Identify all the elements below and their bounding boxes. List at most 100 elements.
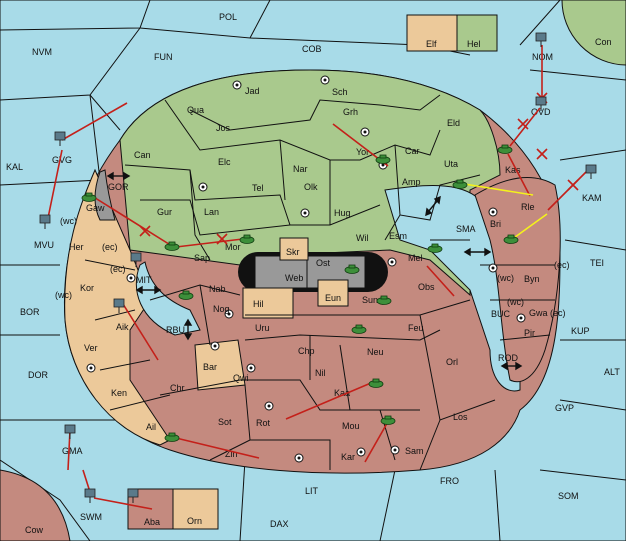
label-fun: FUN — [154, 52, 173, 62]
label-nab: Nab — [209, 284, 226, 294]
label-orl: Orl — [446, 357, 458, 367]
coast-mark: (wc) — [497, 273, 514, 283]
label-kal: KAL — [6, 162, 23, 172]
label-sam: Sam — [405, 446, 424, 456]
label-gur: Gur — [157, 207, 172, 217]
label-swm: SWM — [80, 512, 102, 522]
support-orders — [457, 182, 548, 241]
move-orders — [47, 45, 587, 510]
label-mor: Mor — [225, 242, 241, 252]
label-bor: BOR — [20, 307, 40, 317]
label-her: Her — [69, 242, 84, 252]
label-mit: MIT — [136, 275, 152, 285]
label-amp: Amp — [402, 177, 421, 187]
coast-mark: (ec) — [102, 242, 118, 252]
label-eun: Eun — [325, 293, 341, 303]
label-cow: Cow — [25, 525, 44, 535]
label-zin: Zin — [225, 449, 238, 459]
label-obs: Obs — [418, 282, 435, 292]
label-buc: BUC — [491, 309, 511, 319]
label-lit: LIT — [305, 486, 319, 496]
label-cob: COB — [302, 44, 322, 54]
label-tei: TEI — [590, 258, 604, 268]
label-pol: POL — [219, 12, 237, 22]
label-lan: Lan — [204, 207, 219, 217]
label-rot: Rot — [256, 418, 271, 428]
label-pir: Pir — [524, 328, 535, 338]
region-eun[interactable] — [317, 279, 349, 307]
label-mvu: MVU — [34, 240, 54, 250]
label-los: Los — [453, 412, 468, 422]
label-jos: Jos — [216, 123, 231, 133]
label-skr: Skr — [286, 247, 300, 257]
label-web: Web — [285, 273, 303, 283]
label-gaw: Gaw — [86, 203, 105, 213]
label-olk: Olk — [304, 182, 318, 192]
label-wil: Wil — [356, 233, 369, 243]
label-kor: Kor — [80, 283, 94, 293]
label-sap: Sap — [194, 253, 210, 263]
label-gor: GOR — [108, 182, 129, 192]
label-jad: Jad — [245, 86, 260, 96]
label-esm: Esm — [389, 231, 407, 241]
label-uru: Uru — [255, 323, 270, 333]
label-mou: Mou — [342, 421, 360, 431]
label-eld: Eld — [447, 118, 460, 128]
label-byn: Byn — [524, 274, 540, 284]
label-kar: Kar — [341, 452, 355, 462]
label-nog: Nog — [213, 304, 230, 314]
internal-borders — [84, 94, 555, 471]
label-bri: Bri — [490, 219, 501, 229]
label-ost: Ost — [316, 258, 331, 268]
label-alt: ALT — [604, 367, 620, 377]
label-elf: Elf — [426, 39, 437, 49]
label-kam: KAM — [582, 193, 602, 203]
label-ken: Ken — [111, 388, 127, 398]
coast-mark: (wc) — [55, 290, 72, 300]
label-rbu: RBU — [166, 325, 185, 335]
region-skr[interactable] — [279, 237, 309, 261]
label-ver: Ver — [84, 343, 98, 353]
label-kaa: Kaa — [334, 388, 350, 398]
continent-red-east — [474, 177, 561, 383]
army-units[interactable] — [81, 144, 519, 442]
label-ovd: OVD — [531, 107, 551, 117]
coast-mark: (ec) — [554, 260, 570, 270]
label-chp: Chp — [298, 346, 315, 356]
label-tel: Tel — [252, 183, 264, 193]
coast-mark: (wc) — [507, 297, 524, 307]
label-gma: GMA — [62, 446, 83, 456]
label-feu: Feu — [408, 323, 424, 333]
label-con: Con — [595, 37, 612, 47]
label-som: SOM — [558, 491, 579, 501]
region-hil[interactable] — [242, 287, 294, 319]
label-can: Can — [134, 150, 151, 160]
label-yor: Yor — [356, 147, 369, 157]
coast-mark: (wc) — [60, 216, 77, 226]
fleet-units[interactable] — [39, 32, 597, 503]
region-orn[interactable] — [172, 488, 219, 530]
connector-arrows — [106, 171, 523, 371]
label-kas: Kas — [505, 165, 521, 175]
label-sch: Sch — [332, 87, 348, 97]
label-aik: Aik — [116, 322, 129, 332]
region-elf[interactable] — [406, 14, 458, 52]
label-rod: ROD — [498, 353, 519, 363]
label-nar: Nar — [293, 164, 308, 174]
region-web[interactable] — [254, 255, 308, 289]
label-sun: Sun — [362, 295, 378, 305]
supply-centers — [86, 75, 526, 463]
region-con[interactable] — [561, 0, 626, 66]
labels: POL NVM FUN COB Con KAL GVG MVU BOR DOR … — [6, 12, 620, 535]
label-gvp: GVP — [555, 403, 574, 413]
label-qwi: Qwi — [233, 373, 249, 383]
label-gwa: Gwa — [529, 308, 548, 318]
label-chr: Chr — [170, 383, 185, 393]
coast-mark: (ec) — [550, 308, 566, 318]
label-fro: FRO — [440, 476, 459, 486]
label-dor: DOR — [28, 370, 49, 380]
label-elc: Elc — [218, 157, 231, 167]
label-nvm: NVM — [32, 47, 52, 57]
region-hel[interactable] — [456, 14, 498, 52]
